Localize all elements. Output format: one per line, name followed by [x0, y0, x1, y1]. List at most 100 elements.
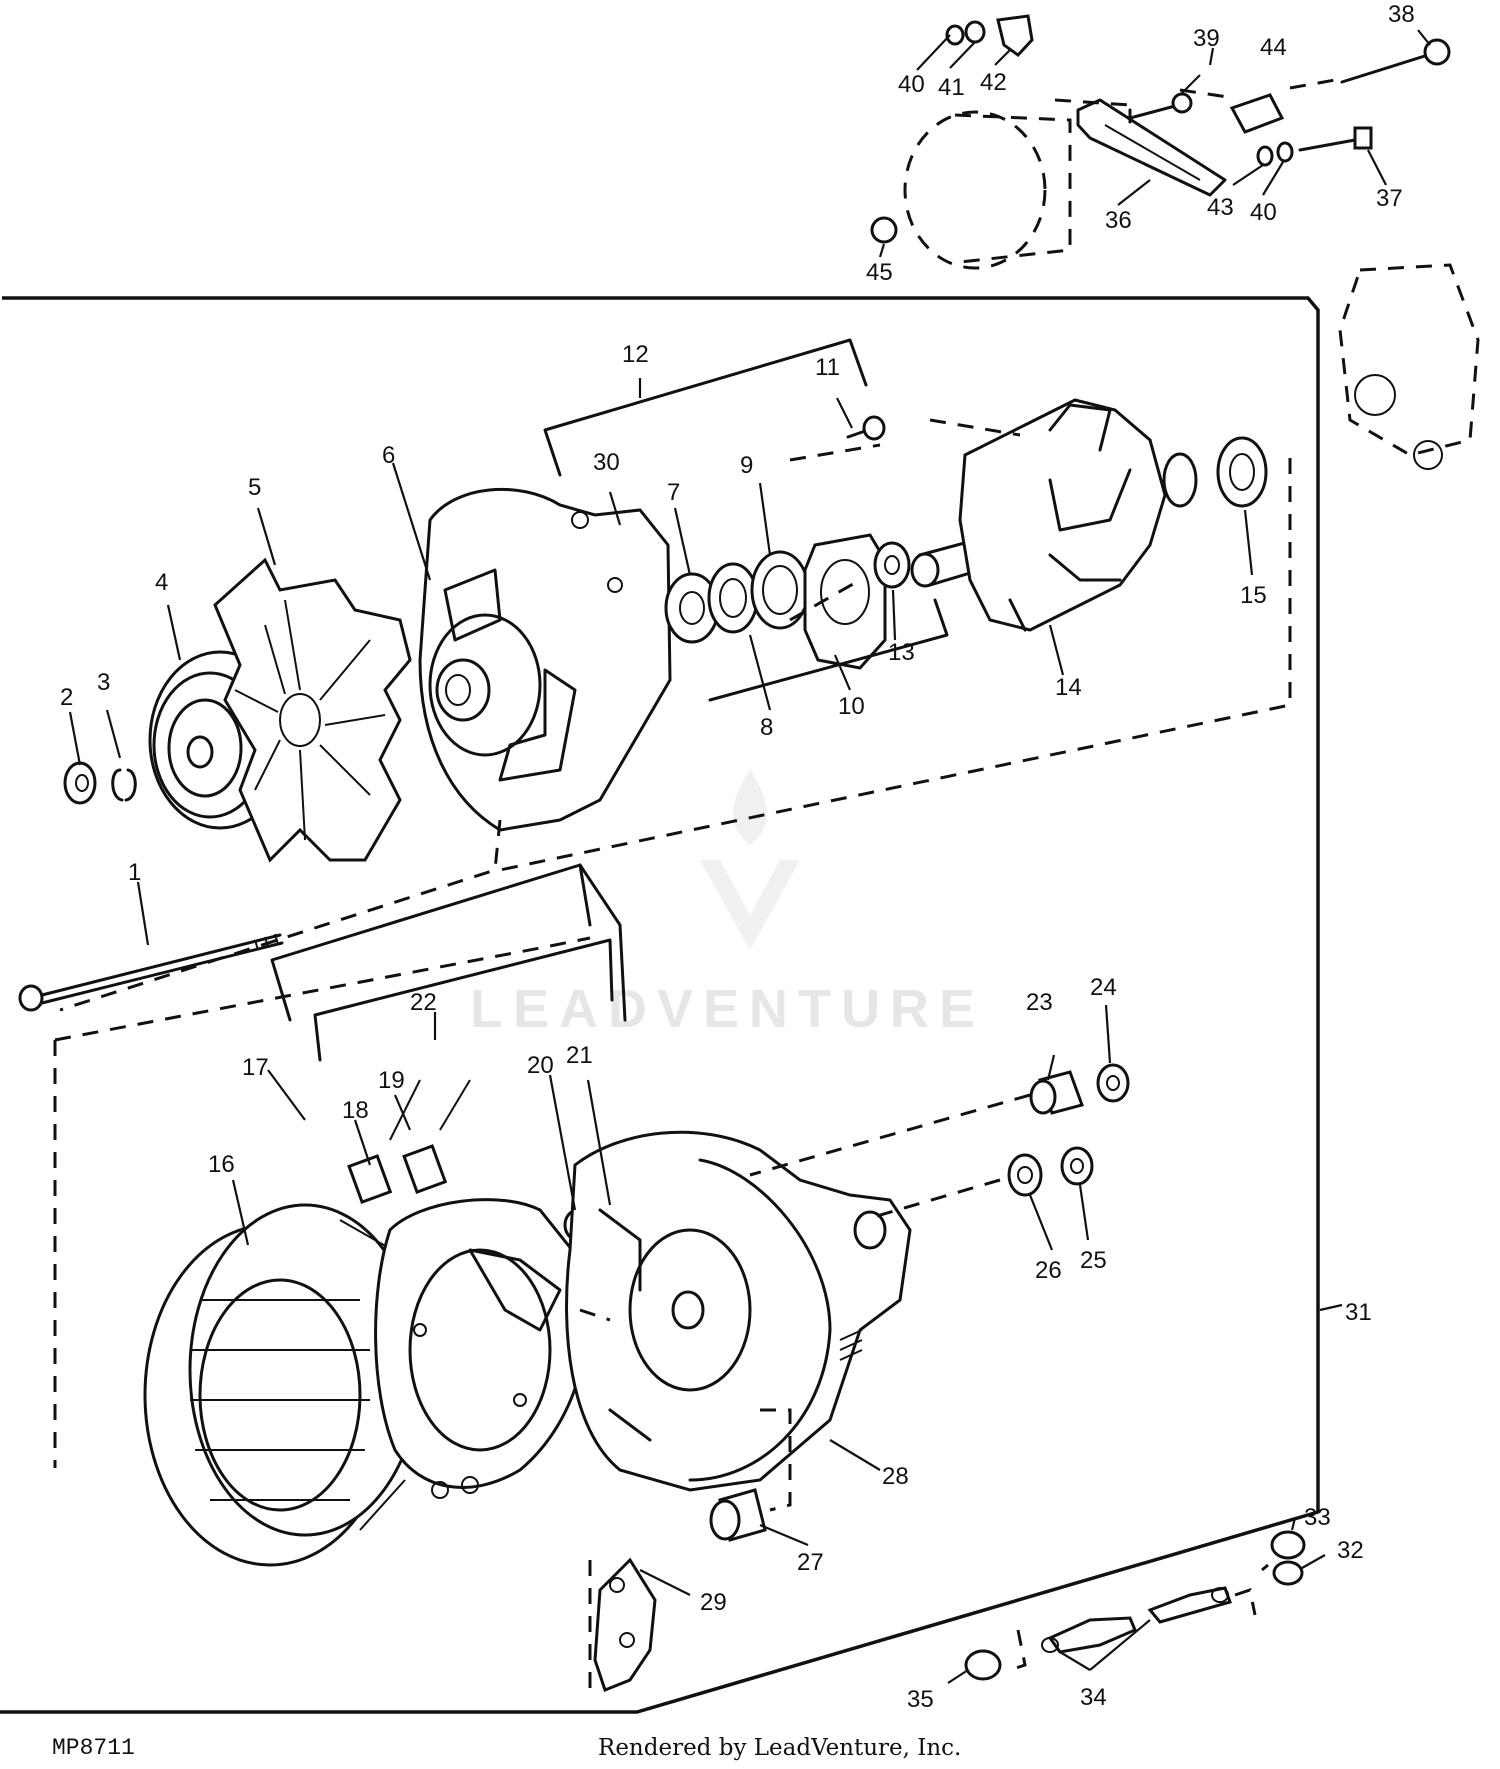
callout-21: 21: [566, 1042, 593, 1069]
collar-13: [873, 541, 911, 589]
bracket-line-12: [543, 338, 868, 477]
callout-22: 22: [410, 989, 437, 1016]
bolt-37: [1298, 138, 1357, 152]
callout-44: 44: [1260, 34, 1287, 61]
drive-end-housing-6: [418, 487, 672, 832]
engine-location-sketch: [1338, 263, 1480, 470]
callout-15: 15: [1240, 582, 1267, 609]
nut-35: [964, 1649, 1002, 1681]
bracket-line-17: [270, 863, 592, 1022]
insulator-26: [1007, 1153, 1043, 1197]
bracket-line-20: [578, 863, 627, 1022]
terminal-42: [996, 14, 1034, 57]
spacer-44: [1229, 93, 1285, 134]
callout-14: 14: [1055, 674, 1082, 701]
washer-40b: [1276, 141, 1294, 163]
nut-45: [870, 216, 898, 244]
callout-32: 32: [1337, 1537, 1364, 1564]
callout-9: 9: [740, 452, 753, 479]
rectifier-17: [374, 1198, 589, 1499]
dashed-outline-right: [499, 458, 1292, 872]
dashed-outline-left: [53, 819, 591, 1468]
stator-16: [143, 1203, 422, 1567]
bearing-9: [750, 550, 810, 630]
callout-41: 41: [938, 74, 965, 101]
washer-41: [964, 20, 986, 44]
washer-32: [1272, 1560, 1304, 1586]
callout-29: 29: [700, 1589, 727, 1616]
callout-42: 42: [980, 69, 1007, 96]
bracket-line-22: [313, 938, 614, 1062]
callout-26: 26: [1035, 1257, 1062, 1284]
callout-3: 3: [97, 669, 110, 696]
callout-31: 31: [1345, 1299, 1372, 1326]
callout-35: 35: [907, 1686, 934, 1713]
callout-13: 13: [888, 639, 915, 666]
nut-25: [1060, 1146, 1094, 1186]
nut-33: [1270, 1530, 1306, 1560]
callout-33: 33: [1304, 1504, 1331, 1531]
bracket-line-8-10: [708, 598, 949, 702]
callout-25: 25: [1080, 1247, 1107, 1274]
callout-7: 7: [667, 479, 680, 506]
through-bolt-1: [18, 933, 284, 1012]
callout-6: 6: [382, 442, 395, 469]
bearing-15: [1216, 436, 1268, 508]
washer-43: [1256, 145, 1274, 167]
callout-1: 1: [128, 859, 141, 886]
callout-20: 20: [527, 1052, 554, 1079]
render-credit: Rendered by LeadVenture, Inc.: [598, 1735, 962, 1761]
callout-24: 24: [1090, 974, 1117, 1001]
callout-11: 11: [815, 354, 840, 381]
callout-38: 38: [1388, 1, 1415, 28]
leader-lines: [68, 29, 1431, 1684]
callout-45: 45: [866, 259, 893, 286]
bracket-36: [1076, 98, 1227, 197]
rotor-14: [910, 398, 1198, 632]
callout-5: 5: [248, 474, 261, 501]
alternator-outline: [903, 110, 1047, 270]
spacer-8: [707, 562, 759, 634]
figure-id: MP8711: [52, 1735, 135, 1761]
callout-36: 36: [1105, 207, 1132, 234]
brushes-18-19: [347, 1079, 471, 1204]
callout-19: 19: [378, 1067, 405, 1094]
bolt-39: [1128, 104, 1177, 124]
bolt-38: [1340, 53, 1430, 84]
callout-27: 27: [797, 1549, 824, 1576]
callout-4: 4: [155, 569, 168, 596]
watermark-text: LEADVENTURE: [470, 979, 986, 1039]
callout-labels: 1 2 3 4 5 6 7 8 9 10 11 12 13 14 15 16 1…: [60, 1, 1415, 1713]
callout-39: 39: [1193, 25, 1220, 52]
mounting-bracket-group: [870, 14, 1451, 270]
bushing-27: [709, 1488, 767, 1542]
flame-v-logo-icon: [700, 770, 800, 950]
slip-ring-housing-28: [565, 1130, 912, 1492]
callout-8: 8: [760, 714, 773, 741]
fan-5: [213, 557, 412, 863]
callout-18: 18: [342, 1097, 369, 1124]
callout-30: 30: [593, 449, 620, 476]
callout-10: 10: [838, 693, 865, 720]
callout-28: 28: [882, 1463, 909, 1490]
callout-43: 43: [1207, 194, 1234, 221]
assembly-frame: [0, 296, 1320, 1714]
callout-17: 17: [242, 1054, 269, 1081]
callout-2: 2: [60, 684, 73, 711]
callout-12: 12: [622, 341, 649, 368]
pulley-nut-2: [63, 761, 97, 805]
lock-washer-3: [111, 768, 137, 802]
washer-40: [945, 24, 965, 46]
terminal-strap-34: [1041, 1586, 1232, 1654]
callout-23: 23: [1026, 989, 1053, 1016]
nut-24: [1096, 1063, 1130, 1103]
callout-34: 34: [1080, 1684, 1107, 1711]
callout-40b: 40: [1250, 199, 1277, 226]
callout-40: 40: [898, 71, 925, 98]
callout-16: 16: [208, 1151, 235, 1178]
sleeve-23: [1029, 1070, 1084, 1115]
screw-11: [846, 415, 886, 441]
callout-37: 37: [1376, 185, 1403, 212]
retainer-plate-10: [803, 533, 887, 670]
